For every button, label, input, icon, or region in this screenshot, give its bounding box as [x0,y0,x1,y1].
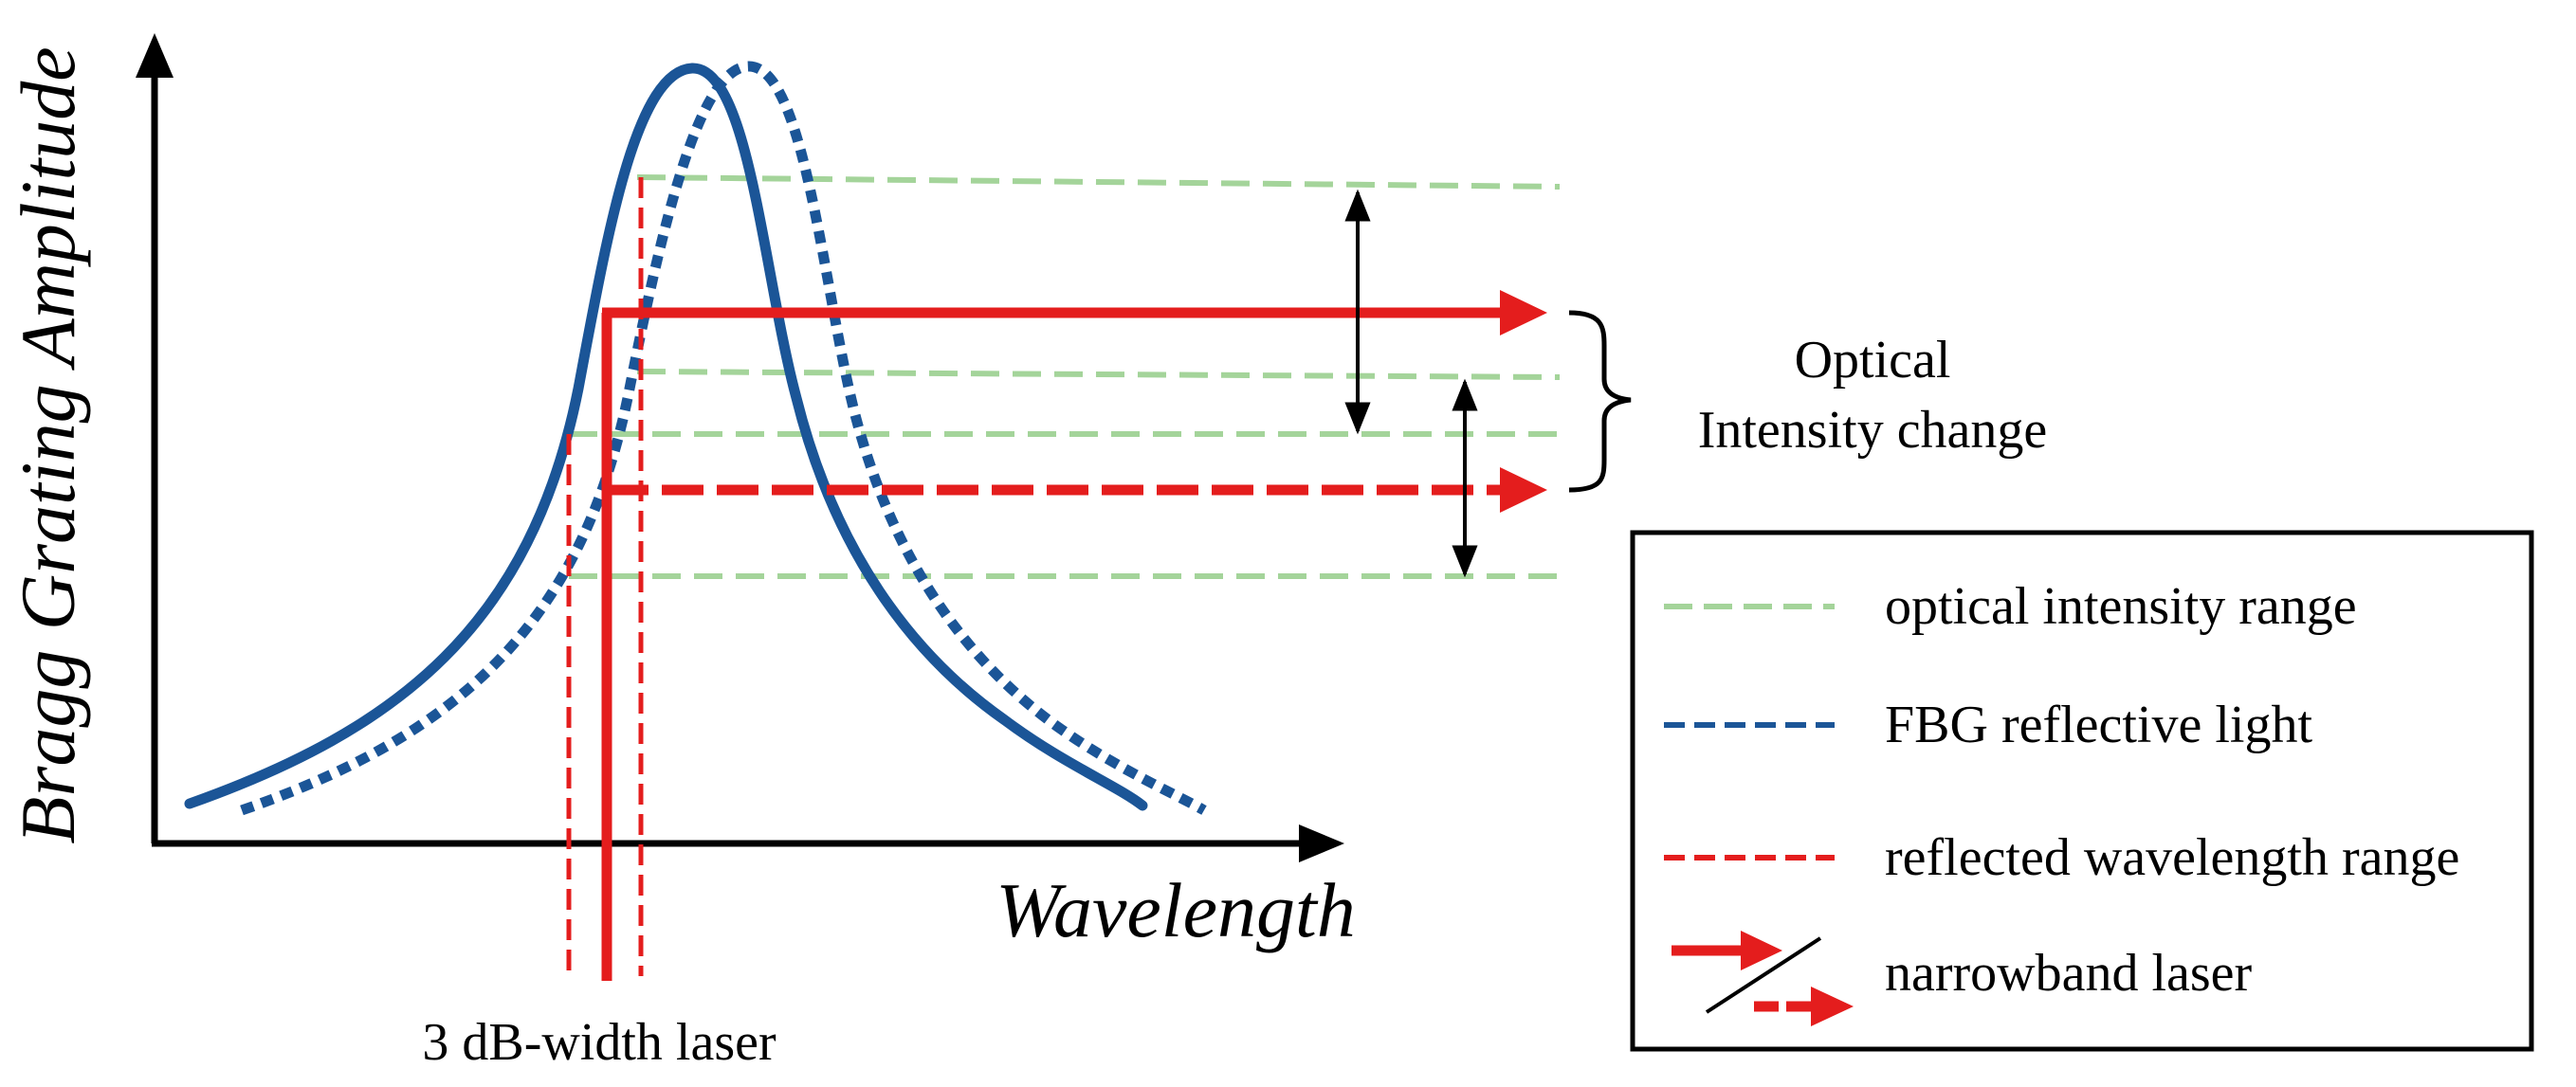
y-axis-arrowhead [136,33,174,78]
legend: optical intensity range FBG reflective l… [1630,530,2534,1052]
intensity-change-label-1: Optical [1795,331,1951,390]
intensity-brace [1568,310,1632,493]
intensity-range-lines [569,174,1561,579]
legend-label-laser: narrowband laser [1885,944,2253,1003]
legend-label-fbg: FBG reflective light [1885,696,2312,754]
laser-width-label: 3 dB-width laser [422,1013,776,1072]
x-axis-label: Wavelength [996,867,1356,953]
fbg-curve-dotted [240,61,1207,816]
x-axis-arrowhead [1299,824,1344,862]
laser-solid-arrowhead [1500,290,1547,335]
legend-laser-dashed-head [1811,987,1854,1026]
laser-dashed-arrowhead [1500,467,1547,513]
intensity-line-1 [636,174,1561,190]
y-axis-label: Bragg Grating Amplitude [5,46,91,843]
legend-laser-solid-head [1741,931,1782,970]
axes [136,33,1344,862]
legend-label-intensity: optical intensity range [1885,577,2357,636]
intensity-line-2 [636,369,1561,380]
legend-label-wavelength: reflected wavelength range [1885,828,2459,887]
intensity-change-label-2: Intensity change [1698,401,2048,460]
legend-swatch-laser [1672,931,1854,1026]
legend-laser-slash [1705,936,1822,1014]
fbg-curve-solid [184,63,1148,811]
